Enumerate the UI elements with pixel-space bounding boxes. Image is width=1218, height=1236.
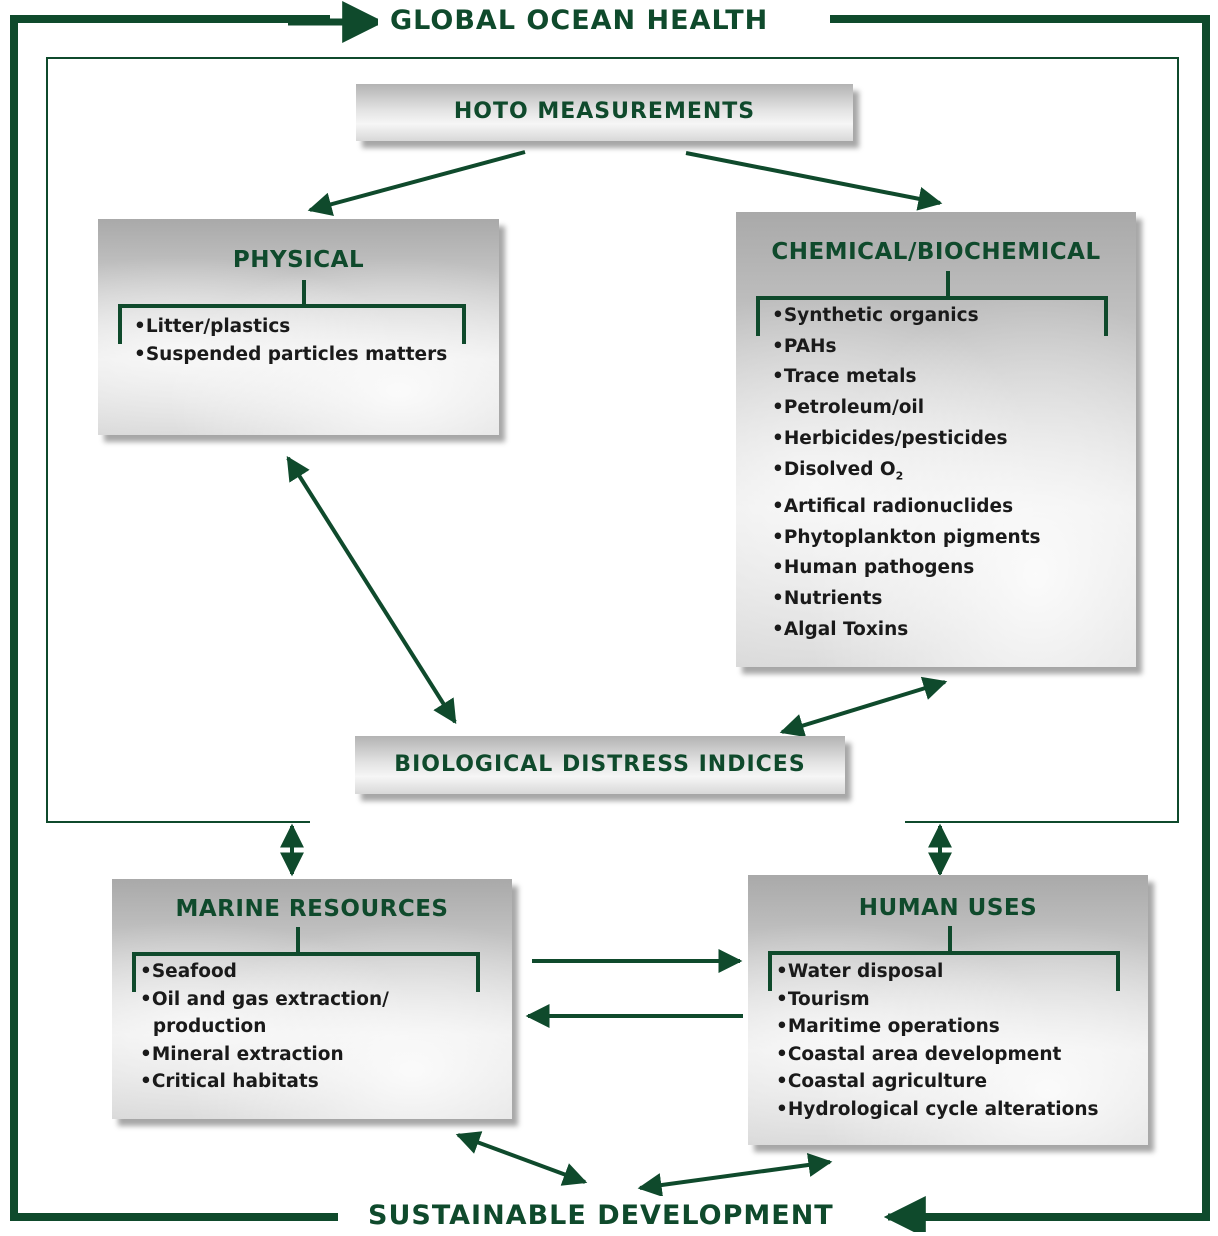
list-item: Synthetic organics [772,301,1041,332]
chemical-list: Synthetic organics PAHs Trace metals Pet… [772,301,1041,645]
physical-box: PHYSICAL Litter/plastics Suspended parti… [98,219,499,435]
biological-distress-box: BIOLOGICAL DISTRESS INDICES [355,736,845,794]
physical-bracket-stem [302,280,306,304]
outer-frame-right [830,15,1210,1221]
arrow-chemical-bio [779,676,948,738]
chemical-title: CHEMICAL/BIOCHEMICAL [771,239,1101,265]
list-item: Litter/plastics [134,313,447,341]
arrow-marine-sustainable [455,1131,588,1186]
marine-resources-title: MARINE RESOURCES [175,896,449,922]
physical-bracket [118,304,466,344]
physical-title: PHYSICAL [232,247,365,273]
list-item: Phytoplankton pigments [772,523,1041,554]
human-uses-title: HUMAN USES [858,895,1038,921]
list-item: Trace metals [772,362,1041,393]
top-banner: GLOBAL OCEAN HEALTH [378,1,781,41]
arrow-human-sustainable [637,1153,833,1197]
list-item: Disolved O2 [772,455,1041,492]
human-bracket-stem [948,926,952,951]
list-item: Critical habitats [140,1068,389,1096]
human-list: Water disposal Tourism Maritime operatio… [776,958,1099,1123]
hoto-measurements-box: HOTO MEASUREMENTS [356,84,853,141]
disolved-label: Disolved O [783,458,896,480]
list-item: Coastal area development [776,1041,1099,1069]
list-item: PAHs [772,332,1041,363]
list-item: Maritime operations [776,1013,1099,1041]
list-item: Water disposal [776,958,1099,986]
bottom-banner: SUSTAINABLE DEVELOPMENT [356,1196,846,1236]
list-item: Herbicides/pesticides [772,424,1041,455]
list-item: Suspended particles matters [134,341,447,369]
outer-frame [10,15,338,1221]
chemical-bracket-stem [946,271,950,296]
inner-frame-left [46,57,1179,823]
list-item: Human pathogens [772,553,1041,584]
human-uses-box: HUMAN USES Water disposal Tourism Mariti… [748,875,1148,1145]
arrow-physical-bio [286,455,457,725]
list-item: Nutrients [772,584,1041,615]
o2-subscript: 2 [895,469,904,483]
list-item: Seafood [140,958,389,986]
list-item: production [152,1016,267,1037]
list-item: Artifical radionuclides [772,492,1041,523]
list-item: Hydrological cycle alterations [776,1096,1099,1124]
list-item: Mineral extraction [140,1041,389,1069]
arrow-hoto-to-physical [307,150,526,216]
arrow-hoto-to-chemical [685,151,943,211]
physical-list: Litter/plastics Suspended particles matt… [134,313,447,368]
marine-bracket-stem [296,927,300,952]
list-item: Tourism [776,986,1099,1014]
list-item: Oil and gas extraction/ [140,986,389,1014]
chemical-box: CHEMICAL/BIOCHEMICAL Synthetic organics … [736,212,1136,667]
list-item: Coastal agriculture [776,1068,1099,1096]
marine-list: Seafood Oil and gas extraction/ producti… [140,958,389,1096]
human-bracket [768,951,1120,991]
biological-distress-title: BIOLOGICAL DISTRESS INDICES [394,752,806,777]
list-item: Petroleum/oil [772,393,1041,424]
marine-resources-box: MARINE RESOURCES Seafood Oil and gas ext… [112,879,512,1119]
chemical-bracket [756,296,1108,336]
hoto-measurements-title: HOTO MEASUREMENTS [453,99,756,124]
list-item: Algal Toxins [772,615,1041,646]
marine-bracket [132,952,480,992]
